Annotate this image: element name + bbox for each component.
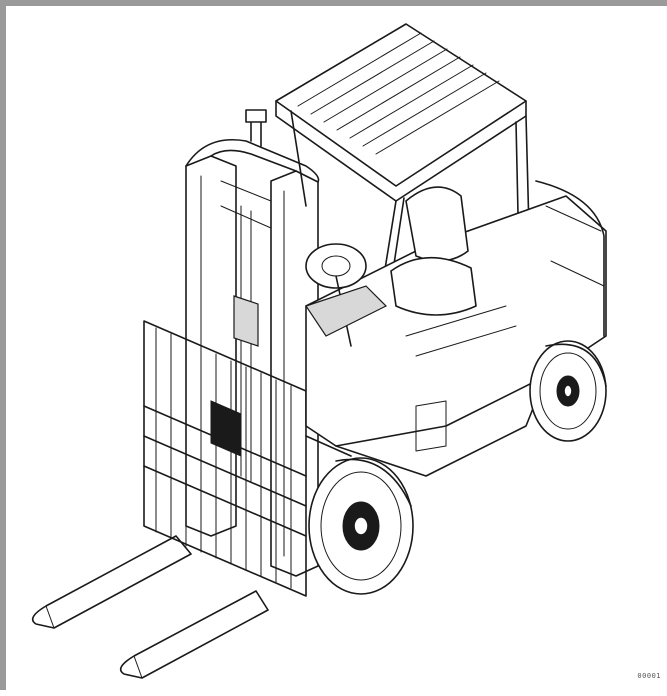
mast xyxy=(185,109,320,577)
forklift-illustration xyxy=(31,23,607,679)
rear-wheel xyxy=(529,340,607,442)
tilt-cylinder xyxy=(305,435,352,457)
reference-code: 00001 xyxy=(637,672,661,680)
fork-right xyxy=(119,590,269,679)
fork-left xyxy=(31,535,192,629)
carriage xyxy=(143,320,307,597)
front-wheel xyxy=(308,457,414,595)
